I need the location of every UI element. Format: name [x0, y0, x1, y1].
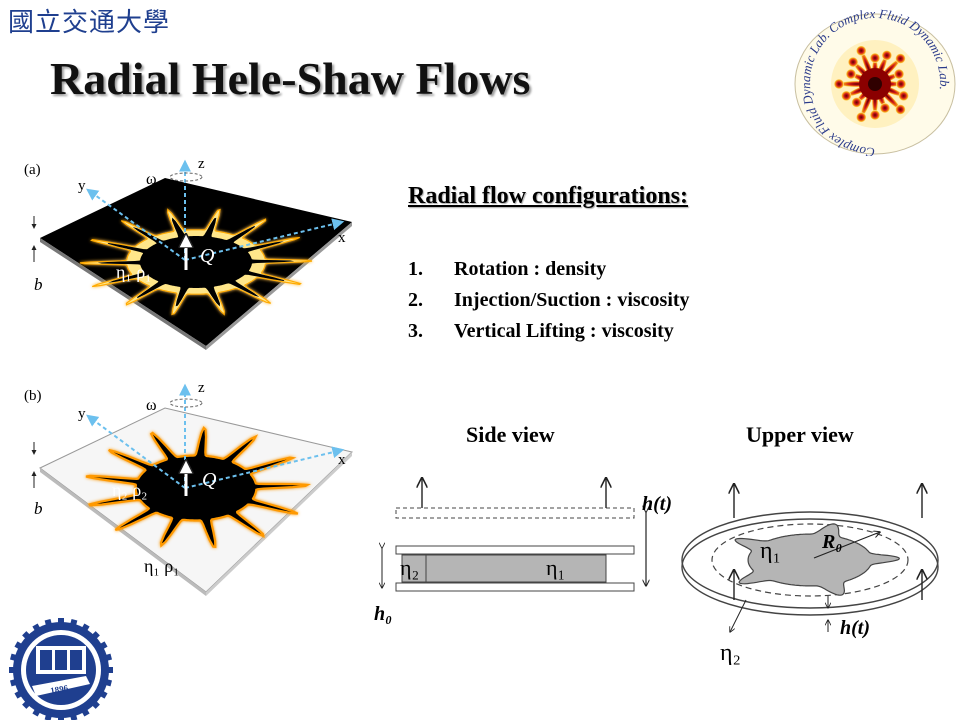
upper-eta-outer: η₂: [720, 640, 741, 666]
side-view-diagram: h(t) η₂ η₁ h₀: [374, 478, 672, 625]
upper-gap-label: h(t): [840, 617, 870, 639]
lab-logo-icon: Complex Fluid Dynamic Lab. Complex Fluid…: [794, 8, 956, 156]
panel-a: (a) z x y ω Q η₁ ρ₁ η₂ ρ₂ b: [24, 156, 352, 350]
axis-z-a: z: [198, 156, 205, 172]
axis-x-b: x: [338, 452, 346, 468]
lifting-views-figure: Side view Upper view h(t) η₂ η₁ h₀ η₁ R₀…: [374, 422, 939, 666]
inner-fluid-a: η₁ ρ₁: [116, 262, 151, 282]
side-eta-right: η₁: [546, 555, 565, 580]
inner-fluid-b: η₂ ρ₂: [112, 480, 147, 500]
university-name: 國立交通大學: [8, 8, 171, 38]
configurations-list: 1.Rotation : density 2.Injection/Suction…: [408, 258, 690, 351]
gap-b-a: b: [34, 275, 43, 294]
panel-b: (b) z x y ω Q η₂ ρ₂ η₁ ρ₁ b: [24, 380, 354, 596]
upper-view-diagram: η₁ R₀ η₂ h(t): [681, 484, 939, 666]
panel-a-label: (a): [24, 162, 41, 178]
outer-fluid-a: η₂ ρ₂: [146, 326, 181, 346]
upper-fluid-blob: [734, 523, 900, 596]
axis-x-a: x: [338, 230, 346, 246]
omega-b: ω: [146, 397, 157, 414]
panel-b-label: (b): [24, 388, 42, 404]
list-item: 3.Vertical Lifting : viscosity: [408, 320, 674, 342]
hele-shaw-cell-figure: (a) z x y ω Q η₁ ρ₁ η₂ ρ₂ b (b) z x y: [24, 156, 354, 596]
axis-y-a: y: [78, 178, 86, 194]
outer-fluid-b: η₁ ρ₁: [144, 556, 179, 576]
configurations-heading: Radial flow configurations:: [408, 183, 689, 209]
axis-z-b: z: [198, 380, 205, 396]
gap-b-b: b: [34, 499, 43, 518]
slide-title: Radial Hele-Shaw Flows: [50, 53, 531, 104]
finger-pattern-b: [85, 426, 312, 549]
side-view-title: Side view: [466, 422, 555, 447]
upper-view-title: Upper view: [746, 422, 854, 447]
upper-eta-inner: η₁: [760, 538, 781, 564]
upper-radius-label: R₀: [821, 531, 842, 553]
flow-q-b: Q: [202, 469, 217, 491]
seal-year: 1896: [49, 683, 69, 696]
side-gap-label: h(t): [642, 493, 672, 515]
flow-q-a: Q: [200, 245, 215, 267]
university-seal-icon: 1896: [9, 618, 113, 720]
list-item: 1.Rotation : density: [408, 258, 607, 280]
omega-a: ω: [146, 171, 157, 188]
side-h0-label: h₀: [374, 603, 392, 625]
side-eta-left: η₂: [400, 555, 419, 580]
list-item: 2.Injection/Suction : viscosity: [408, 289, 690, 311]
axis-y-b: y: [78, 406, 86, 422]
